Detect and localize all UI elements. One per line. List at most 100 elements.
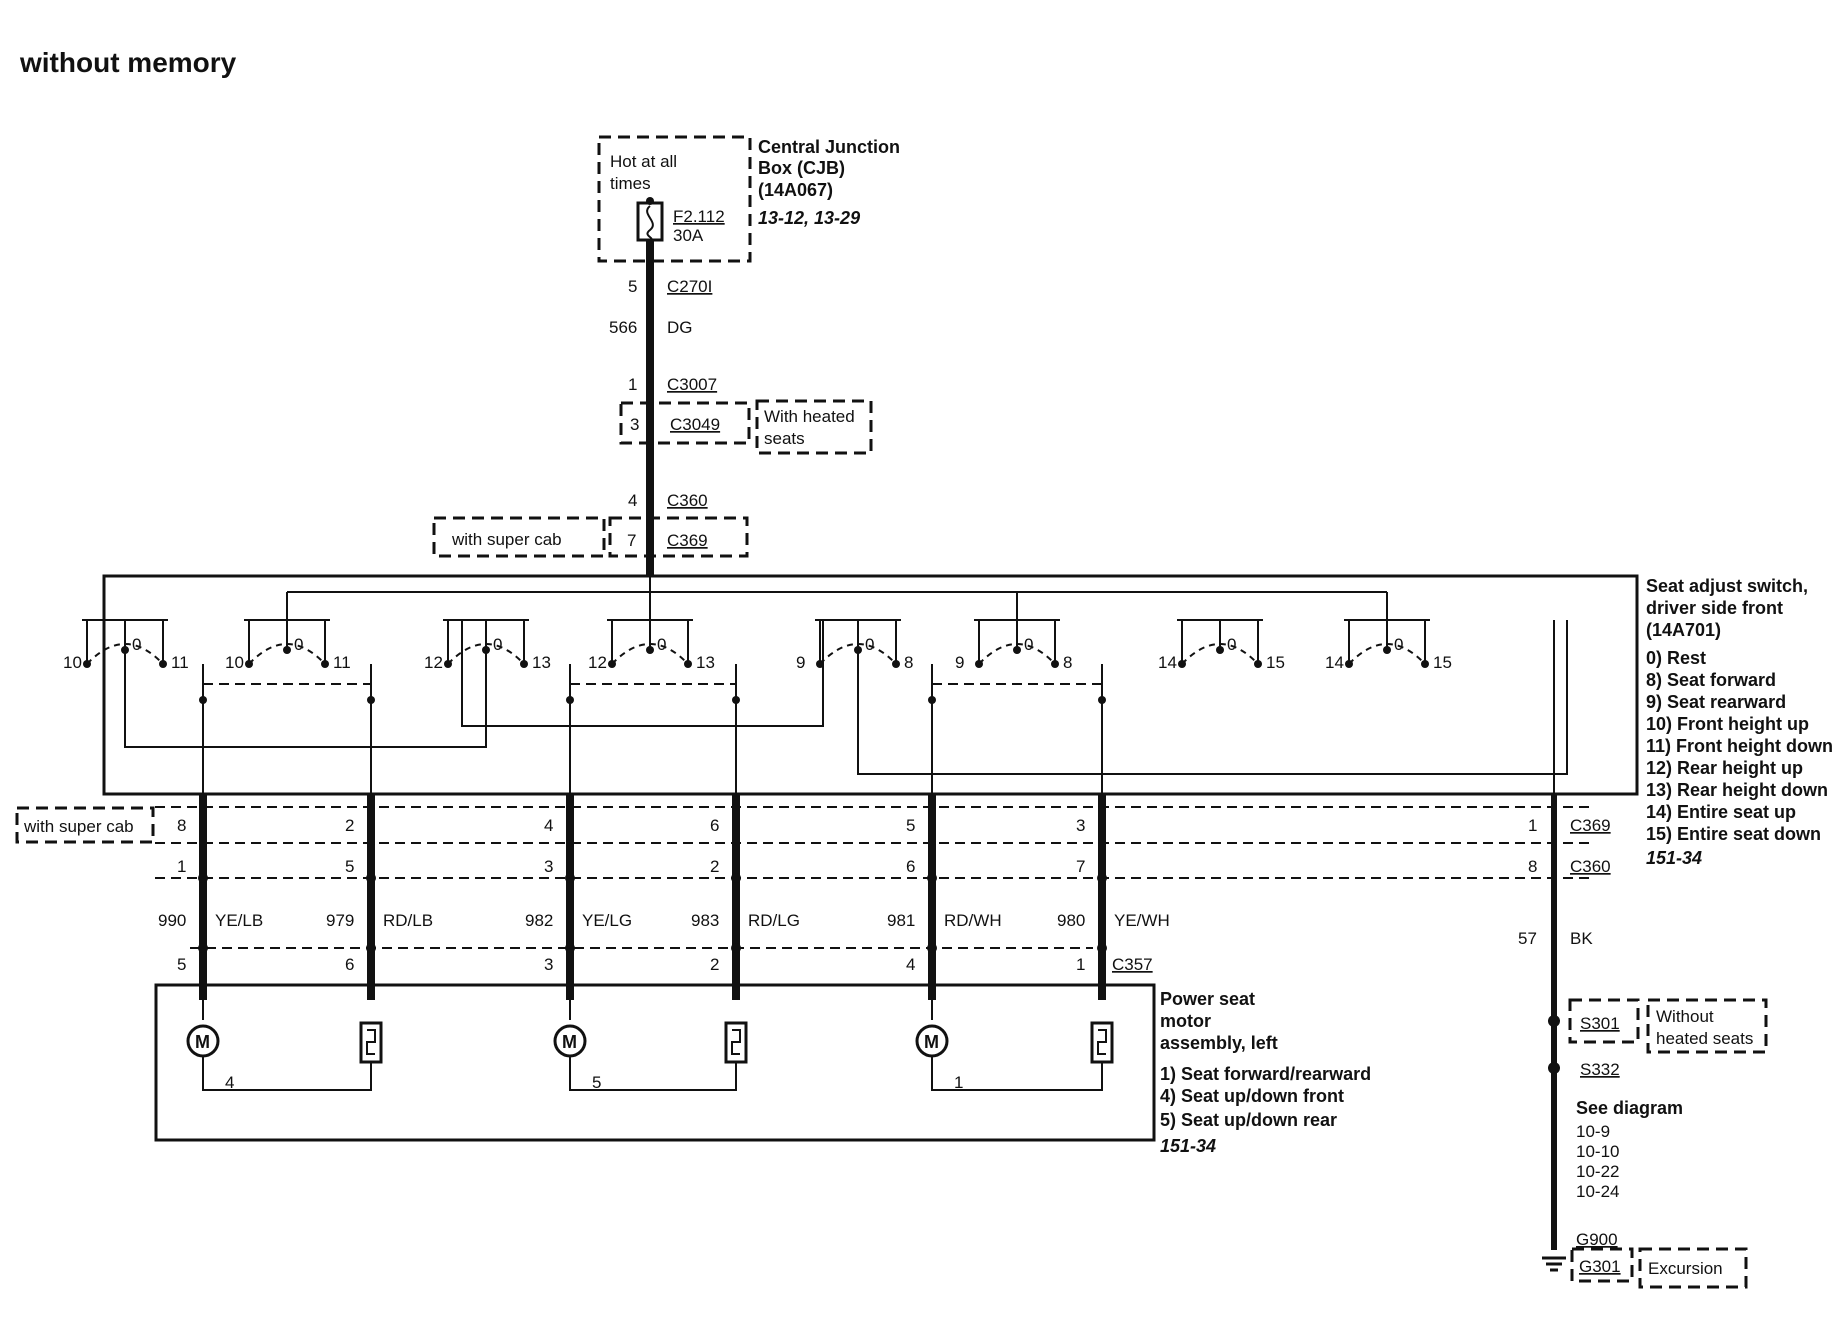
contact-right-dot bbox=[1254, 660, 1262, 668]
c357-junction-dot bbox=[565, 943, 575, 953]
supercab-dashed-box bbox=[432, 516, 606, 558]
cjb-hot-label-1: Hot at all bbox=[610, 152, 677, 171]
motor-symbol-label: M bbox=[924, 1032, 939, 1052]
contact-rest-dot bbox=[283, 646, 291, 654]
harness-c369-connector: C369 bbox=[1570, 816, 1611, 835]
s301-dashed-box bbox=[1568, 998, 1640, 1044]
wire-color-code: RD/LG bbox=[748, 911, 800, 930]
feed-circuit-number: 566 bbox=[609, 318, 637, 337]
wire-circuit-number: 979 bbox=[326, 911, 354, 930]
motor-return-lead bbox=[569, 1056, 737, 1091]
contact-rest-label: 0 bbox=[132, 635, 141, 654]
switch-link-3 bbox=[857, 620, 1568, 775]
motor-title-1: Power seat bbox=[1160, 989, 1255, 1009]
c360-connector: C360 bbox=[667, 491, 708, 510]
contact-right-dot bbox=[1051, 660, 1059, 668]
motor-symbol-label: M bbox=[195, 1032, 210, 1052]
wire-c357-pin: 4 bbox=[906, 955, 915, 974]
wire-color-code: RD/WH bbox=[944, 911, 1002, 930]
switch-legend-item: 11) Front height down bbox=[1646, 736, 1833, 756]
contact-right-dot bbox=[1421, 660, 1429, 668]
circuit-breaker-icon bbox=[724, 1021, 748, 1064]
switch-reference: 151-34 bbox=[1646, 848, 1702, 868]
motor-symbol-label: M bbox=[562, 1032, 577, 1052]
switch-output-lead bbox=[569, 664, 737, 794]
contact-left-dot bbox=[1178, 660, 1186, 668]
c357-junction-dot bbox=[1097, 943, 1107, 953]
wire-color-code: YE/WH bbox=[1114, 911, 1170, 930]
contact-left-dot bbox=[975, 660, 983, 668]
switch-output-lead bbox=[931, 664, 1103, 794]
excursion-label: Excursion bbox=[1648, 1259, 1723, 1278]
c3049-pin: 3 bbox=[630, 415, 639, 434]
switch-link-2 bbox=[461, 620, 824, 727]
motor-return-lead bbox=[202, 1056, 372, 1091]
wire-c369-pin: 8 bbox=[177, 816, 186, 835]
contact-left-label: 14 bbox=[1158, 653, 1177, 672]
s332-splice-dot bbox=[1548, 1062, 1560, 1074]
switch-legend-item: 14) Entire seat up bbox=[1646, 802, 1796, 822]
wire-c357-pin: 2 bbox=[710, 955, 719, 974]
contact-rest-label: 0 bbox=[1227, 635, 1236, 654]
without-heated-dashed-box bbox=[1646, 998, 1768, 1054]
wire-c360-pin: 5 bbox=[345, 857, 354, 876]
c2701-connector: C270I bbox=[667, 277, 712, 296]
contact-left-label: 9 bbox=[955, 653, 964, 672]
motor-number: 1 bbox=[954, 1073, 963, 1092]
contact-left-label: 12 bbox=[588, 653, 607, 672]
cjb-part-number: (14A067) bbox=[758, 180, 833, 200]
wire-circuit-number: 982 bbox=[525, 911, 553, 930]
switch-legend: 0) Rest 8) Seat forward 9) Seat rearward… bbox=[1646, 648, 1833, 844]
s301-splice: S301 bbox=[1580, 1014, 1620, 1033]
contact-rest-label: 0 bbox=[294, 635, 303, 654]
contact-swing-arc bbox=[1348, 643, 1426, 665]
wire-c369-pin: 2 bbox=[345, 816, 354, 835]
fuse-element-icon bbox=[646, 205, 654, 241]
circuit-breaker-element-icon bbox=[1097, 1029, 1107, 1055]
harness-supercab-dashed-box bbox=[15, 806, 155, 844]
motor-assembly-housing bbox=[154, 983, 1156, 1142]
switch-contact-group: 14 0 15 bbox=[1158, 619, 1285, 672]
see-diagram-ref: 10-9 bbox=[1576, 1122, 1610, 1141]
wire-c357-pin: 5 bbox=[177, 955, 186, 974]
c360-junction-dot bbox=[565, 873, 575, 883]
without-heated-label-2: heated seats bbox=[1656, 1029, 1753, 1048]
harness-c360-connector: C360 bbox=[1570, 857, 1611, 876]
s301-splice-dot bbox=[1548, 1015, 1560, 1027]
switch-link-1 bbox=[124, 620, 487, 748]
wire-color-code: YE/LG bbox=[582, 911, 632, 930]
circuit-breaker-icon bbox=[359, 1021, 383, 1064]
g301-dashed-box bbox=[1570, 1247, 1634, 1283]
contact-rest-dot bbox=[646, 646, 654, 654]
circuit-breaker-icon bbox=[1090, 1021, 1114, 1064]
fuse-icon bbox=[636, 201, 664, 242]
contact-right-label: 11 bbox=[333, 653, 351, 672]
switch-legend-item: 13) Rear height down bbox=[1646, 780, 1828, 800]
contact-right-dot bbox=[684, 660, 692, 668]
contact-swing-arc bbox=[978, 643, 1056, 665]
excursion-dashed-box bbox=[1638, 1247, 1748, 1289]
contact-rest-dot bbox=[1216, 646, 1224, 654]
wire-c360-pin: 6 bbox=[906, 857, 915, 876]
circuit-breaker-element-icon bbox=[731, 1029, 741, 1055]
contact-right-label: 15 bbox=[1266, 653, 1285, 672]
central-junction-box: Hot at all times F2.112 30A Central Junc… bbox=[597, 135, 900, 263]
wire-color-code: RD/LB bbox=[383, 911, 433, 930]
wire-circuit-number: 980 bbox=[1057, 911, 1085, 930]
see-diagram-ref: 10-24 bbox=[1576, 1182, 1619, 1201]
contact-rest-label: 0 bbox=[1024, 635, 1033, 654]
switch-housing bbox=[102, 574, 1639, 796]
motor-return-lead bbox=[931, 1056, 1103, 1091]
wire-c369-pin: 3 bbox=[1076, 816, 1085, 835]
c2701-pin: 5 bbox=[628, 277, 637, 296]
c3007-pin: 1 bbox=[628, 375, 637, 394]
ground-wire-color: BK bbox=[1570, 929, 1593, 948]
wire-c357-pin: 6 bbox=[345, 955, 354, 974]
